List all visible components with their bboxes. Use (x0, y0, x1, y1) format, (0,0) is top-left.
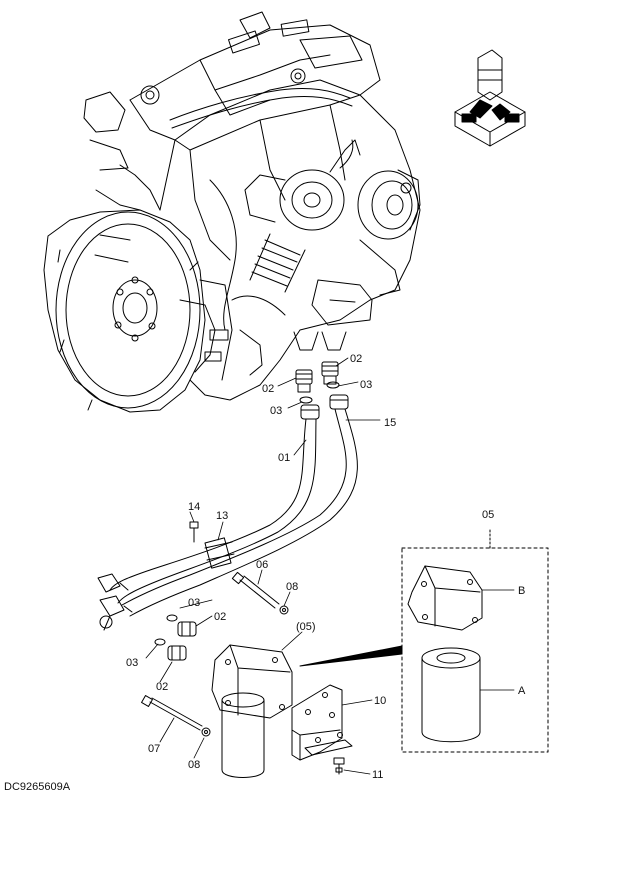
drawing-code: DC9265609A (4, 781, 71, 793)
callout-02: 02 (350, 353, 362, 365)
filter-assembly (211, 644, 293, 778)
callout-10: 10 (374, 695, 386, 707)
callout-01: 01 (278, 452, 290, 464)
view-orientation-icon (454, 49, 526, 147)
callout-13: 13 (216, 510, 228, 522)
bolt-06 (231, 571, 289, 615)
callout-03: 03 (270, 405, 282, 417)
callout-labels: 02 02 03 03 15 01 14 13 05 06 08 03 02 (… (4, 353, 526, 793)
callout-03: 03 (126, 657, 138, 669)
leader-lines (145, 357, 515, 775)
upper-adapters (295, 361, 340, 404)
callout-05-ref: (05) (296, 621, 316, 633)
callout-08: 08 (286, 581, 298, 593)
bracket-10 (291, 684, 353, 761)
callout-06: 06 (256, 559, 268, 571)
bolt-07 (141, 695, 211, 737)
detail-pointer (299, 645, 403, 667)
callout-02: 02 (262, 383, 274, 395)
callout-b: B (518, 585, 525, 597)
callout-14: 14 (188, 501, 200, 513)
engine-assembly (43, 11, 421, 413)
callout-03: 03 (188, 597, 200, 609)
callout-03: 03 (360, 379, 372, 391)
callout-08: 08 (188, 759, 200, 771)
callout-02: 02 (214, 611, 226, 623)
bolt-11 (333, 757, 345, 775)
callout-a: A (518, 685, 526, 697)
detail-box (401, 527, 549, 753)
callout-11: 11 (372, 769, 383, 781)
lower-adapters (154, 614, 197, 661)
cooler-hoses (97, 394, 358, 631)
bolt-14 (189, 521, 199, 543)
callout-07: 07 (148, 743, 160, 755)
callout-02: 02 (156, 681, 168, 693)
callout-05: 05 (482, 509, 494, 521)
callout-15: 15 (384, 417, 396, 429)
